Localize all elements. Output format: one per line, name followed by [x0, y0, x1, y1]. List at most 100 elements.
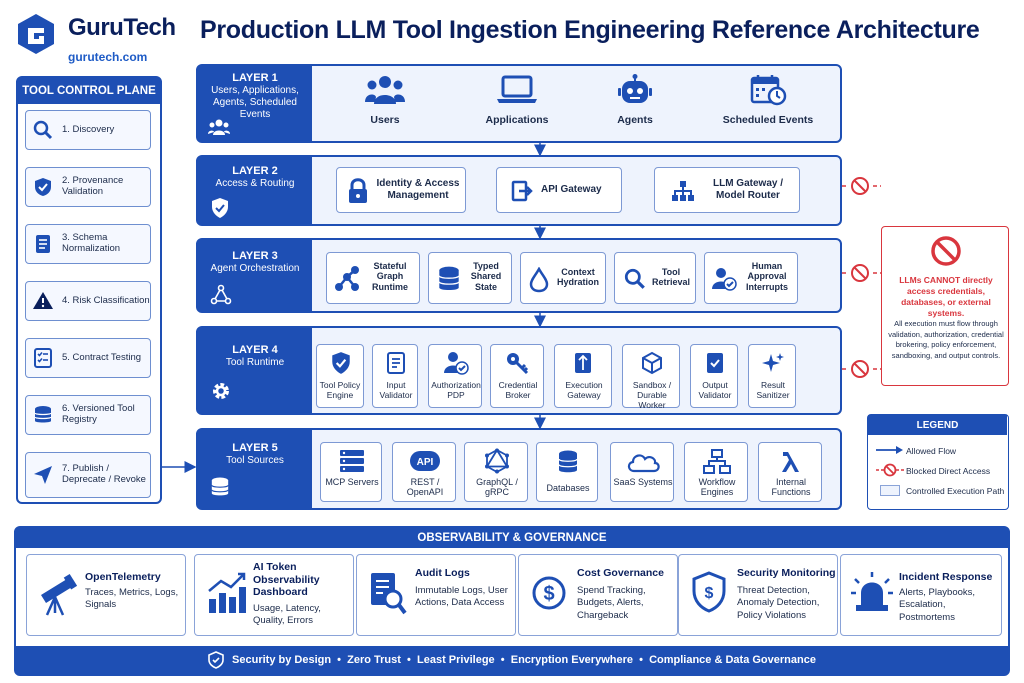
human-approval-interrupts-box[interactable]: Human Approval Interrupts — [704, 252, 798, 304]
execution-gateway-box[interactable]: Execution Gateway — [554, 344, 612, 408]
database-icon — [211, 477, 229, 496]
checklist-icon — [34, 348, 52, 368]
stateful-graph-runtime-box[interactable]: Stateful Graph Runtime — [326, 252, 420, 304]
page-title: Production LLM Tool Ingestion Engineerin… — [200, 16, 980, 44]
output-validator-box[interactable]: Output Validator — [690, 344, 738, 408]
scheduled-events-item[interactable]: Scheduled Events — [698, 74, 838, 134]
box-label: SaaS Systems — [613, 477, 673, 487]
layer-5-header: LAYER 5 Tool Sources — [198, 430, 312, 508]
chart-icon — [208, 572, 246, 613]
box-label: Tool Retrieval — [651, 267, 691, 288]
result-sanitizer-box[interactable]: Result Sanitizer — [748, 344, 796, 408]
step-versioned-tool-registry[interactable]: 6. Versioned Tool Registry — [25, 395, 151, 435]
control-plane-title: TOOL CONTROL PLANE — [18, 78, 160, 104]
item-label: Applications — [485, 114, 549, 126]
box-label: Authorization PDP — [431, 380, 481, 400]
card-desc: Usage, Latency, Quality, Errors — [253, 603, 321, 627]
internal-functions-box[interactable]: Internal Functions — [758, 442, 822, 502]
observability-title: OBSERVABILITY & GOVERNANCE — [16, 528, 1008, 548]
agents-item[interactable]: Agents — [576, 74, 694, 134]
databases-box[interactable]: Databases — [536, 442, 598, 502]
layer-subtitle: Users, Applications, Agents, Scheduled E… — [211, 85, 299, 120]
item-label: Users — [370, 114, 400, 126]
calendar-icon — [750, 75, 787, 106]
identity-access-management-box[interactable]: Identity & Access Management — [336, 167, 466, 213]
step-provenance-validation[interactable]: 2. Provenance Validation — [25, 167, 151, 207]
step-label: 4. Risk Classification — [62, 294, 150, 306]
layer-3: LAYER 3 Agent Orchestration Stateful Gra… — [196, 238, 842, 313]
api-gateway-box[interactable]: API Gateway — [496, 167, 622, 213]
security-monitoring-card[interactable]: $ Security Monitoring Threat Detection, … — [678, 554, 838, 636]
step-risk-classification[interactable]: 4. Risk Classification — [25, 281, 151, 321]
mcp-servers-box[interactable]: MCP Servers — [320, 442, 382, 502]
no-entry-icon — [931, 236, 961, 266]
robot-icon — [618, 74, 652, 103]
cost-governance-card[interactable]: $ Cost Governance Spend Tracking, Budget… — [518, 554, 678, 636]
principles-footer: Security by Design • Zero Trust • Least … — [16, 646, 1008, 674]
card-desc: Traces, Metrics, Logs, Signals — [85, 587, 179, 611]
llm-gateway-model-router-box[interactable]: LLM Gateway / Model Router — [654, 167, 800, 213]
incident-response-card[interactable]: Incident Response Alerts, Playbooks, Esc… — [840, 554, 1002, 636]
lambda-icon — [782, 452, 799, 472]
card-title: AI Token Observability Dashboard — [253, 561, 320, 599]
legend-item: Controlled Execution Path — [906, 486, 1005, 496]
box-label: Credential Broker — [498, 380, 538, 400]
box-label: Tool Policy Engine — [319, 380, 361, 400]
legend-title: LEGEND — [868, 415, 1007, 435]
user-check-icon — [444, 352, 469, 375]
tool-policy-engine-box[interactable]: Tool Policy Engine — [316, 344, 364, 408]
siren-icon — [851, 572, 893, 611]
box-label: API Gateway — [541, 184, 602, 195]
send-icon — [34, 466, 52, 484]
layer-2: LAYER 2 Access & Routing Identity & Acce… — [196, 155, 842, 226]
tool-retrieval-box[interactable]: Tool Retrieval — [614, 252, 696, 304]
step-label: 1. Discovery — [62, 123, 115, 135]
nodes-icon — [210, 284, 232, 305]
legend-item: Allowed Flow — [906, 446, 957, 456]
step-schema-normalization[interactable]: 3. Schema Normalization — [25, 224, 151, 264]
key-icon — [507, 353, 529, 375]
typed-shared-state-box[interactable]: Typed Shared State — [428, 252, 512, 304]
users-item[interactable]: Users — [326, 74, 444, 134]
layer-4: LAYER 4 Tool Runtime Tool Policy Engine … — [196, 326, 842, 415]
layer-5: LAYER 5 Tool Sources MCP Servers API RES… — [196, 428, 842, 510]
brand: GuruTech gurutech.com — [12, 10, 182, 66]
step-discovery[interactable]: 1. Discovery — [25, 110, 151, 150]
layer-subtitle: Tool Runtime — [225, 357, 285, 368]
opentelemetry-card[interactable]: OpenTelemetry Traces, Metrics, Logs, Sig… — [26, 554, 186, 636]
graphql-icon — [485, 448, 509, 474]
step-contract-testing[interactable]: 5. Contract Testing — [25, 338, 151, 378]
gurutech-logo-icon — [18, 14, 54, 54]
box-label: Workflow Engines — [698, 477, 736, 498]
saas-systems-box[interactable]: SaaS Systems — [610, 442, 674, 502]
card-title: Security Monitoring — [737, 567, 836, 579]
step-publish-deprecate-revoke[interactable]: 7. Publish / Deprecate / Revoke — [25, 452, 151, 498]
input-validator-box[interactable]: Input Validator — [372, 344, 418, 408]
credential-broker-box[interactable]: Credential Broker — [490, 344, 544, 408]
observability-governance: OBSERVABILITY & GOVERNANCE OpenTelemetry… — [14, 526, 1010, 676]
box-label: MCP Servers — [325, 477, 379, 487]
brand-url[interactable]: gurutech.com — [68, 50, 148, 64]
graphql-grpc-box[interactable]: GraphQL / gRPC — [464, 442, 528, 502]
router-icon — [672, 181, 694, 201]
box-label: Typed Shared State — [470, 261, 502, 292]
audit-logs-card[interactable]: Audit Logs Immutable Logs, User Actions,… — [356, 554, 516, 636]
workflow-engines-box[interactable]: Workflow Engines — [684, 442, 748, 502]
search-icon — [33, 120, 53, 140]
warning-body: All execution must flow through validati… — [888, 319, 1004, 360]
authorization-pdp-box[interactable]: Authorization PDP — [428, 344, 482, 408]
context-hydration-box[interactable]: Context Hydration — [520, 252, 606, 304]
principles-text: Security by Design • Zero Trust • Least … — [232, 654, 816, 666]
shield-icon: $ — [692, 571, 726, 613]
card-title: Incident Response — [899, 571, 993, 583]
sandbox-durable-worker-box[interactable]: Sandbox / Durable Worker — [622, 344, 680, 409]
graph-icon — [335, 266, 359, 291]
applications-item[interactable]: Applications — [458, 74, 576, 134]
box-label: Human Approval Interrupts — [745, 261, 788, 292]
shield-icon — [208, 651, 224, 669]
layer-4-header: LAYER 4 Tool Runtime — [198, 328, 312, 413]
check-doc-icon — [707, 353, 723, 373]
box-label: Identity & Access Management — [376, 178, 460, 201]
rest-openapi-box[interactable]: API REST / OpenAPI — [392, 442, 456, 502]
ai-token-observability-card[interactable]: AI Token Observability Dashboard Usage, … — [194, 554, 354, 636]
